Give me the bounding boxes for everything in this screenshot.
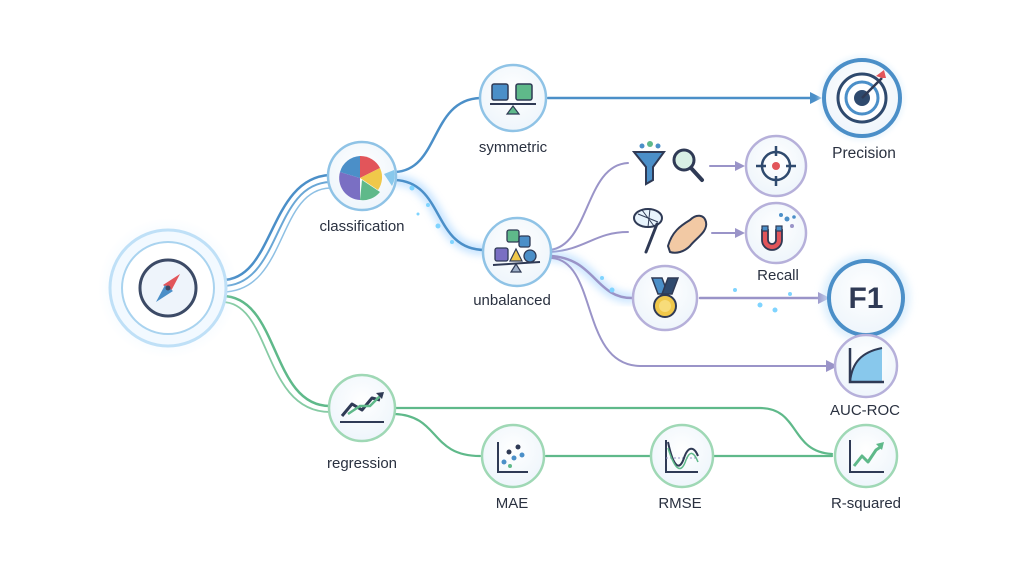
edge-unbalanced-net bbox=[549, 231, 629, 253]
arrow-recall bbox=[735, 228, 745, 238]
edge-root-regression bbox=[220, 294, 332, 408]
arrow-auc bbox=[826, 360, 838, 372]
f1-badge-icon: F1 bbox=[848, 282, 883, 315]
node-recall[interactable] bbox=[744, 201, 808, 265]
label-r-squared: R-squared bbox=[830, 495, 902, 512]
unbalanced-shapes-icon bbox=[492, 229, 541, 273]
edge-regression-rsquared bbox=[393, 406, 834, 456]
edge-root-classification-3 bbox=[221, 187, 331, 293]
node-unbalanced[interactable] bbox=[481, 216, 553, 288]
edge-root-classification-2 bbox=[221, 181, 331, 287]
crosshair-icon bbox=[756, 146, 796, 186]
arrow-precision bbox=[810, 92, 822, 104]
label-mae: MAE bbox=[495, 495, 529, 512]
label-classification: classification bbox=[319, 218, 405, 235]
trend-line-icon bbox=[340, 392, 384, 423]
edge-classification-symmetric bbox=[393, 96, 482, 174]
edge-unbalanced-medal-glow bbox=[545, 251, 637, 303]
node-rmse[interactable] bbox=[649, 423, 715, 489]
label-unbalanced: unbalanced bbox=[473, 292, 551, 309]
label-symmetric: symmetric bbox=[478, 139, 548, 156]
node-net-hand[interactable] bbox=[633, 208, 708, 254]
wave-curve-icon bbox=[665, 440, 699, 473]
node-root[interactable] bbox=[98, 218, 238, 358]
edge-root-regression-2 bbox=[221, 301, 331, 413]
label-regression: regression bbox=[326, 455, 398, 472]
label-precision: Precision bbox=[832, 145, 896, 162]
node-precision[interactable] bbox=[819, 55, 905, 141]
connectors bbox=[220, 92, 838, 458]
edge-classification-unbalanced bbox=[393, 178, 487, 252]
node-classification[interactable] bbox=[326, 140, 398, 212]
label-recall: Recall bbox=[757, 267, 799, 284]
compass-icon bbox=[138, 258, 198, 318]
rising-chart-icon bbox=[849, 440, 884, 473]
node-f1[interactable]: F1 bbox=[822, 254, 910, 342]
target-icon bbox=[836, 70, 888, 124]
edge-unbalanced-auc bbox=[551, 257, 831, 367]
node-symmetric[interactable] bbox=[478, 63, 548, 133]
edge-classification-unbalanced-glow bbox=[390, 175, 490, 255]
f1-text: F1 bbox=[848, 282, 883, 315]
scatter-icon bbox=[497, 442, 528, 473]
net-hand-icon bbox=[633, 208, 708, 254]
node-auc-roc[interactable] bbox=[833, 333, 899, 399]
roc-curve-icon bbox=[848, 347, 884, 384]
node-regression[interactable] bbox=[327, 373, 397, 443]
medal-icon bbox=[650, 277, 680, 318]
node-medal[interactable] bbox=[631, 264, 699, 332]
pie-chart-icon bbox=[339, 155, 395, 201]
magnet-icon bbox=[761, 213, 796, 251]
label-auc-roc: AUC-ROC bbox=[830, 402, 900, 419]
node-crosshair[interactable] bbox=[744, 134, 808, 198]
funnel-magnifier-icon bbox=[631, 141, 704, 186]
node-r-squared[interactable] bbox=[833, 423, 899, 489]
arrow-crosshair bbox=[735, 161, 745, 171]
node-filter-search[interactable] bbox=[631, 141, 704, 186]
edge-regression-mae bbox=[393, 412, 482, 458]
sparkles bbox=[409, 185, 792, 313]
label-rmse: RMSE bbox=[658, 495, 702, 512]
node-mae[interactable] bbox=[480, 423, 546, 489]
edge-unbalanced-filter bbox=[549, 162, 629, 251]
edge-unbalanced-medal bbox=[548, 254, 634, 300]
balanced-shapes-icon bbox=[490, 83, 536, 115]
edge-root-classification bbox=[220, 173, 332, 282]
